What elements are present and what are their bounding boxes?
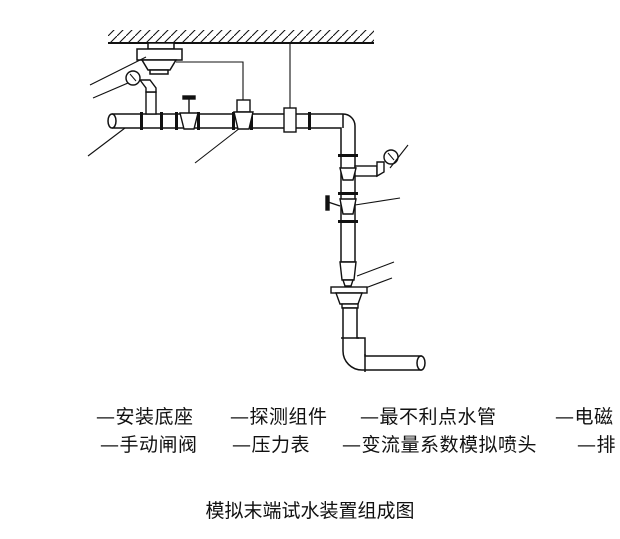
figure-caption: 模拟末端试水装置组成图 <box>205 500 415 522</box>
legend-drain: —排 <box>577 434 617 456</box>
legend-manual-gate-valve: —手动闸阀 <box>100 434 198 456</box>
variable-flow-nozzle <box>330 261 368 309</box>
detection-assembly <box>233 99 254 130</box>
vertical-couplings <box>338 154 358 223</box>
leader-lines <box>87 43 291 164</box>
gate-valve-horizontal <box>179 95 199 130</box>
drain-pipe <box>341 307 426 372</box>
pressure-gauge-left <box>125 70 157 115</box>
legend-detection-assembly: —探测组件 <box>230 406 328 428</box>
legend-least-favorable-pipe: —最不利点水管 <box>360 406 497 428</box>
ceiling <box>108 30 374 44</box>
gate-valve-vertical <box>325 195 357 215</box>
least-favorable-pipe <box>107 113 356 263</box>
solenoid-valve <box>283 107 297 133</box>
legend-variable-flow-nozzle: —变流量系数模拟喷头 <box>342 434 538 456</box>
pressure-gauge-right <box>339 149 399 181</box>
legend-solenoid: —电磁 <box>555 406 614 428</box>
mounting-base <box>136 42 183 75</box>
legend-pressure-gauge: —压力表 <box>232 434 311 456</box>
system-diagram <box>87 30 426 372</box>
legend-mounting-base: —安装底座 <box>96 406 194 428</box>
